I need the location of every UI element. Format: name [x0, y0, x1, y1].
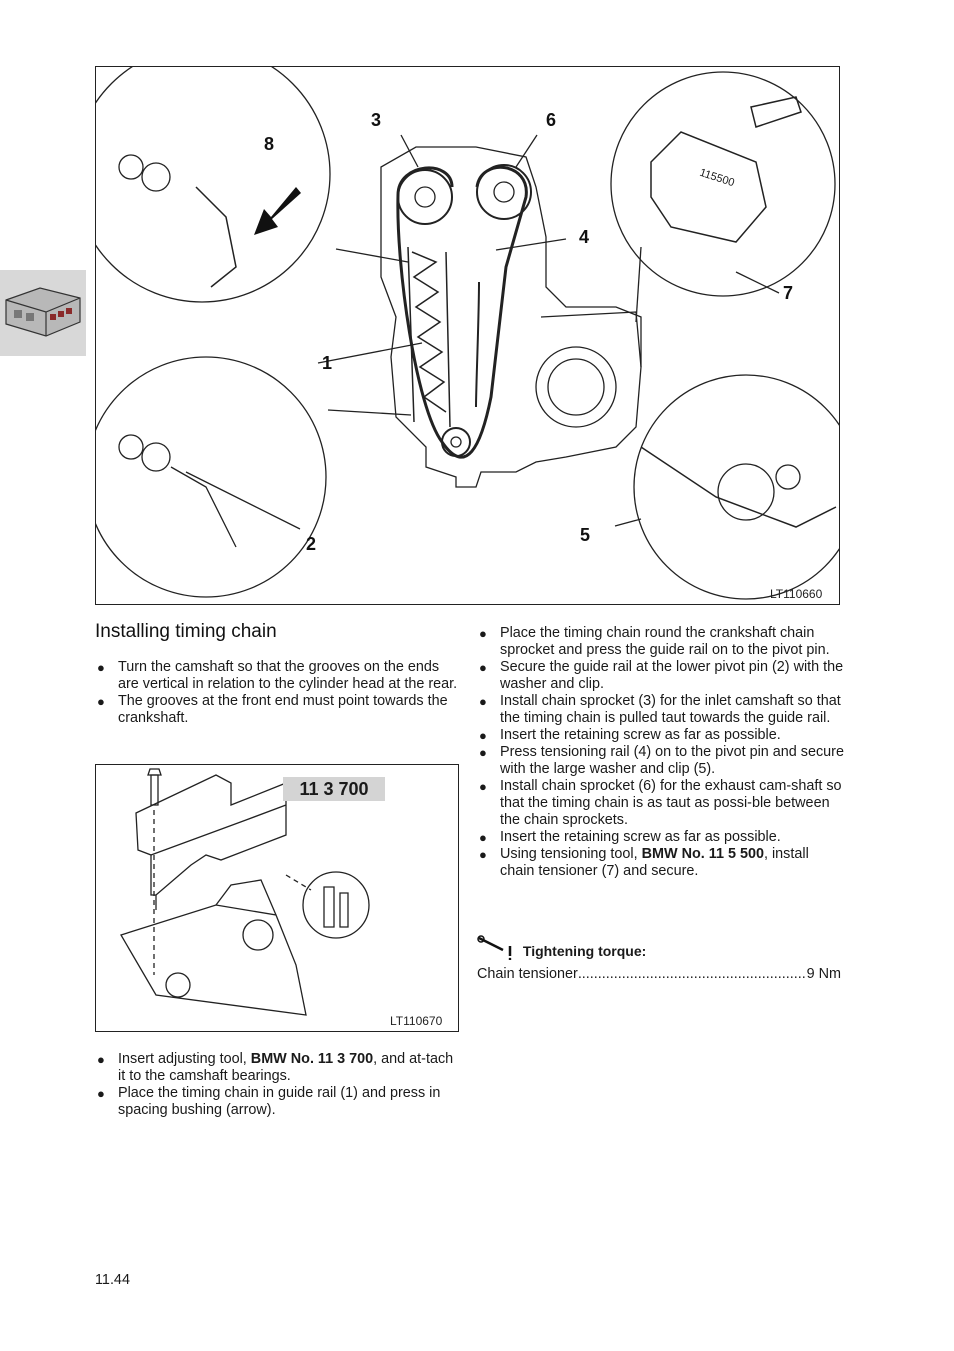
- tool-figure-ref: LT110670: [390, 1014, 443, 1028]
- detail-circle-lower-pivot: [85, 356, 327, 598]
- list-item: ●Secure the guide rail at the lower pivo…: [479, 659, 844, 692]
- detail-circle-chain-tensioner: [610, 71, 836, 297]
- callout-5: 5: [580, 525, 591, 545]
- tool-number-label: 11 3 700: [283, 777, 385, 801]
- arrow-icon: [254, 187, 301, 235]
- torque-value-line: Chain tensioner ........................…: [477, 966, 841, 982]
- list-item: ●The grooves at the front end must point…: [97, 693, 448, 726]
- bullet-icon: ●: [479, 728, 487, 743]
- list-item: ●Place the timing chain round the cranks…: [479, 625, 830, 658]
- list-item: ●Insert the retaining screw as far as po…: [479, 727, 781, 743]
- list-item: ●Place the timing chain in guide rail (1…: [97, 1085, 441, 1118]
- bullet-icon: ●: [97, 660, 105, 675]
- bullet-icon: ●: [479, 745, 487, 760]
- torque-heading: Tightening torque:: [477, 934, 646, 961]
- list-item: ●Insert adjusting tool, BMW No. 11 3 700…: [97, 1051, 454, 1084]
- torque-label: Chain tensioner: [477, 966, 578, 982]
- instruction-list-bottom: ●Insert adjusting tool, BMW No. 11 3 700…: [95, 1051, 463, 1119]
- torque-leader: ........................................…: [577, 966, 807, 982]
- bullet-icon: ●: [97, 1086, 105, 1101]
- list-item: ●Insert the retaining screw as far as po…: [479, 829, 781, 845]
- section-tab-engine: [0, 270, 86, 356]
- detail-circle-tensioning-rail: [633, 374, 859, 600]
- bullet-icon: ●: [479, 847, 487, 862]
- adjusting-tool-figure: LT110670: [95, 764, 459, 1032]
- bullet-icon: ●: [479, 626, 487, 641]
- bullet-icon: ●: [97, 694, 105, 709]
- list-item: ●Install chain sprocket (6) for the exha…: [479, 778, 842, 828]
- callout-3: 3: [371, 110, 382, 130]
- list-item: ●Using tensioning tool, BMW No. 11 5 500…: [479, 846, 809, 879]
- bullet-icon: ●: [479, 694, 487, 709]
- list-item: ●Press tensioning rail (4) on to the piv…: [479, 744, 844, 777]
- adjusting-tool-illustration: [120, 768, 370, 1016]
- bullet-icon: ●: [479, 779, 487, 794]
- bullet-icon: ●: [479, 660, 487, 675]
- instruction-list-right: ●Place the timing chain round the cranks…: [477, 625, 845, 880]
- section-title: Installing timing chain: [95, 621, 277, 642]
- bullet-icon: ●: [97, 1052, 105, 1067]
- callout-4: 4: [579, 227, 590, 247]
- torque-wrench-icon: [477, 935, 512, 961]
- callout-2: 2: [306, 534, 317, 554]
- torque-value: 9 Nm: [806, 966, 841, 982]
- timing-chain-illustration: [73, 45, 859, 600]
- page-number: 11.44: [95, 1272, 130, 1288]
- bullet-icon: ●: [479, 830, 487, 845]
- timing-chain-figure: 1 2 3 4 5 6 7 8 115500 LT110660: [73, 45, 859, 605]
- detail-circle-spacing-bushing: [73, 45, 331, 303]
- list-item: ●Install chain sprocket (3) for the inle…: [479, 693, 841, 726]
- callout-1: 1: [322, 353, 333, 373]
- instruction-list-top: ●Turn the camshaft so that the grooves o…: [95, 659, 463, 727]
- list-item: ●Turn the camshaft so that the grooves o…: [97, 659, 458, 692]
- callout-7: 7: [783, 283, 794, 303]
- callout-8: 8: [264, 134, 275, 154]
- engine-thumbnail-icon: [0, 270, 86, 356]
- callout-6: 6: [546, 110, 557, 130]
- figure-ref: LT110660: [770, 587, 823, 601]
